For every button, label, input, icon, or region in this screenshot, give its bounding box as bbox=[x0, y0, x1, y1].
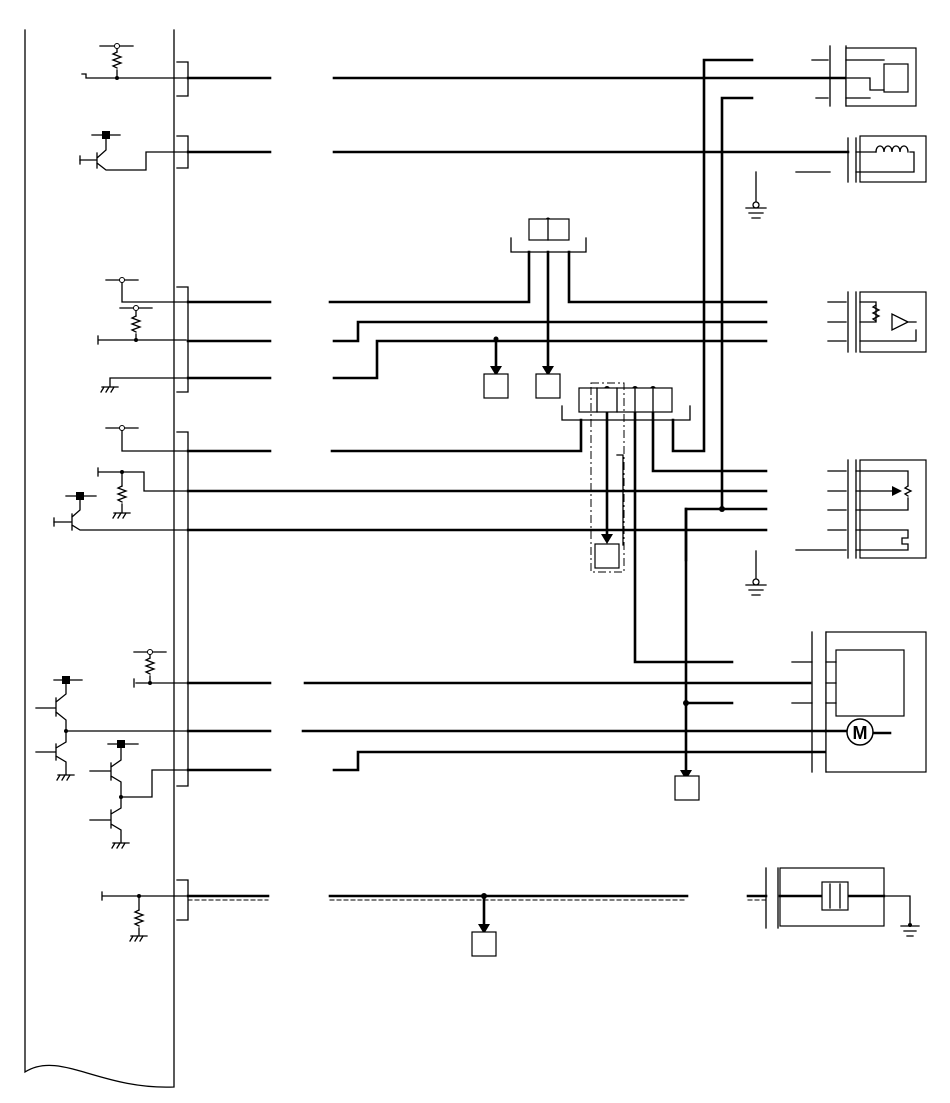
component-1-sensor bbox=[829, 45, 917, 107]
component-2-heater bbox=[847, 135, 927, 183]
component-stub-wires bbox=[755, 59, 847, 704]
ground-icon bbox=[745, 201, 920, 937]
internal-circuit-transistor-1 bbox=[79, 131, 187, 171]
component-6-capacitor bbox=[765, 867, 886, 929]
motor-icon bbox=[846, 718, 874, 746]
component-3-amplifier bbox=[847, 291, 927, 353]
control-module bbox=[24, 29, 175, 1088]
internal-circuit-pullup-4 bbox=[101, 891, 187, 942]
joint-connector-2 bbox=[561, 382, 691, 573]
component-4-potentiometer bbox=[847, 459, 927, 559]
internal-circuit-pullup-1 bbox=[81, 43, 187, 80]
motor-label: M bbox=[853, 723, 868, 743]
internal-circuit-transistor-3 bbox=[35, 649, 187, 849]
internal-circuit-pullup-2 bbox=[97, 277, 187, 393]
internal-circuit-pullup-3 bbox=[97, 425, 187, 519]
internal-circuit-transistor-2 bbox=[53, 492, 187, 531]
destination-blocks bbox=[471, 366, 700, 957]
component-5-actuator: M bbox=[811, 631, 927, 773]
harness-wires bbox=[186, 58, 892, 927]
joint-connector-1 bbox=[510, 218, 587, 253]
